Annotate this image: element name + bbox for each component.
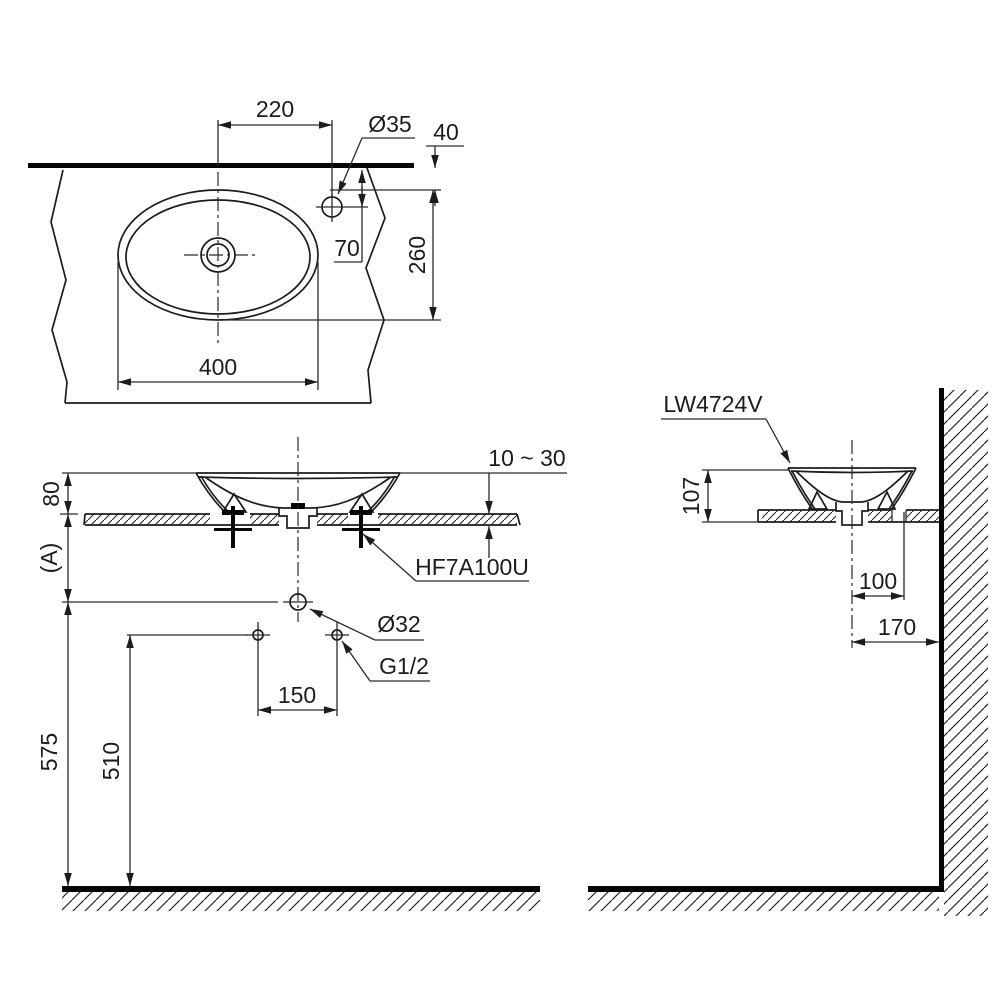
lw4724v-label: LW4724V	[663, 391, 763, 417]
side-elevation-view: LW4724V 107 100 170	[588, 388, 988, 916]
plan-break-left	[50, 169, 68, 404]
plan-wall-line	[28, 163, 414, 168]
dimA-label: (A)	[36, 543, 62, 574]
dim70-label: 70	[334, 235, 360, 261]
dim260-label: 260	[404, 236, 430, 274]
rib-void-side-right	[876, 490, 897, 510]
drain-stem-front	[278, 508, 318, 529]
dim510-label: 510	[98, 742, 124, 780]
hf7a100u-leader	[362, 533, 417, 582]
dia32-leader	[309, 608, 376, 641]
dia32-label: Ø32	[377, 611, 420, 637]
g12-leader	[341, 640, 371, 682]
dim100-label: 100	[859, 568, 897, 594]
rib-void-side-left	[807, 490, 829, 510]
basin-side-section	[787, 467, 917, 526]
dim150-label: 150	[278, 682, 316, 708]
counter-section-front	[83, 513, 521, 526]
dim40-label: 40	[433, 119, 459, 145]
lw4724v-leader	[765, 418, 791, 464]
dim107-label: 107	[678, 477, 704, 515]
dia35-leader	[337, 137, 363, 195]
floor-right-hatch	[588, 892, 939, 911]
plan-break-right	[365, 167, 386, 404]
floor-left-line	[62, 886, 540, 892]
side-wall-hatch	[944, 390, 988, 916]
dia35-label: Ø35	[368, 111, 411, 137]
dim170-label: 170	[878, 614, 916, 640]
dim400-label: 400	[199, 354, 237, 380]
counter-section-side	[757, 509, 939, 523]
plan-view: 220 Ø35 40 70 260 400	[28, 96, 464, 404]
dim80-label: 80	[38, 481, 64, 507]
fixing-bolt-right	[342, 506, 380, 548]
dim220-label: 220	[256, 96, 294, 122]
front-elevation-view: 80 (A) 575 510 150 Ø32 G1/2 10 ~ 30 HF7	[36, 437, 567, 911]
dim1030-label: 10 ~ 30	[488, 445, 565, 471]
fixing-bolt-left	[214, 506, 252, 548]
floor-left-hatch	[62, 892, 540, 911]
side-wall-line	[939, 388, 944, 892]
floor-right-line	[588, 886, 944, 892]
hf7a100u-label: HF7A100U	[415, 554, 529, 580]
dim575-label: 575	[36, 733, 62, 771]
g12-label: G1/2	[379, 653, 429, 679]
